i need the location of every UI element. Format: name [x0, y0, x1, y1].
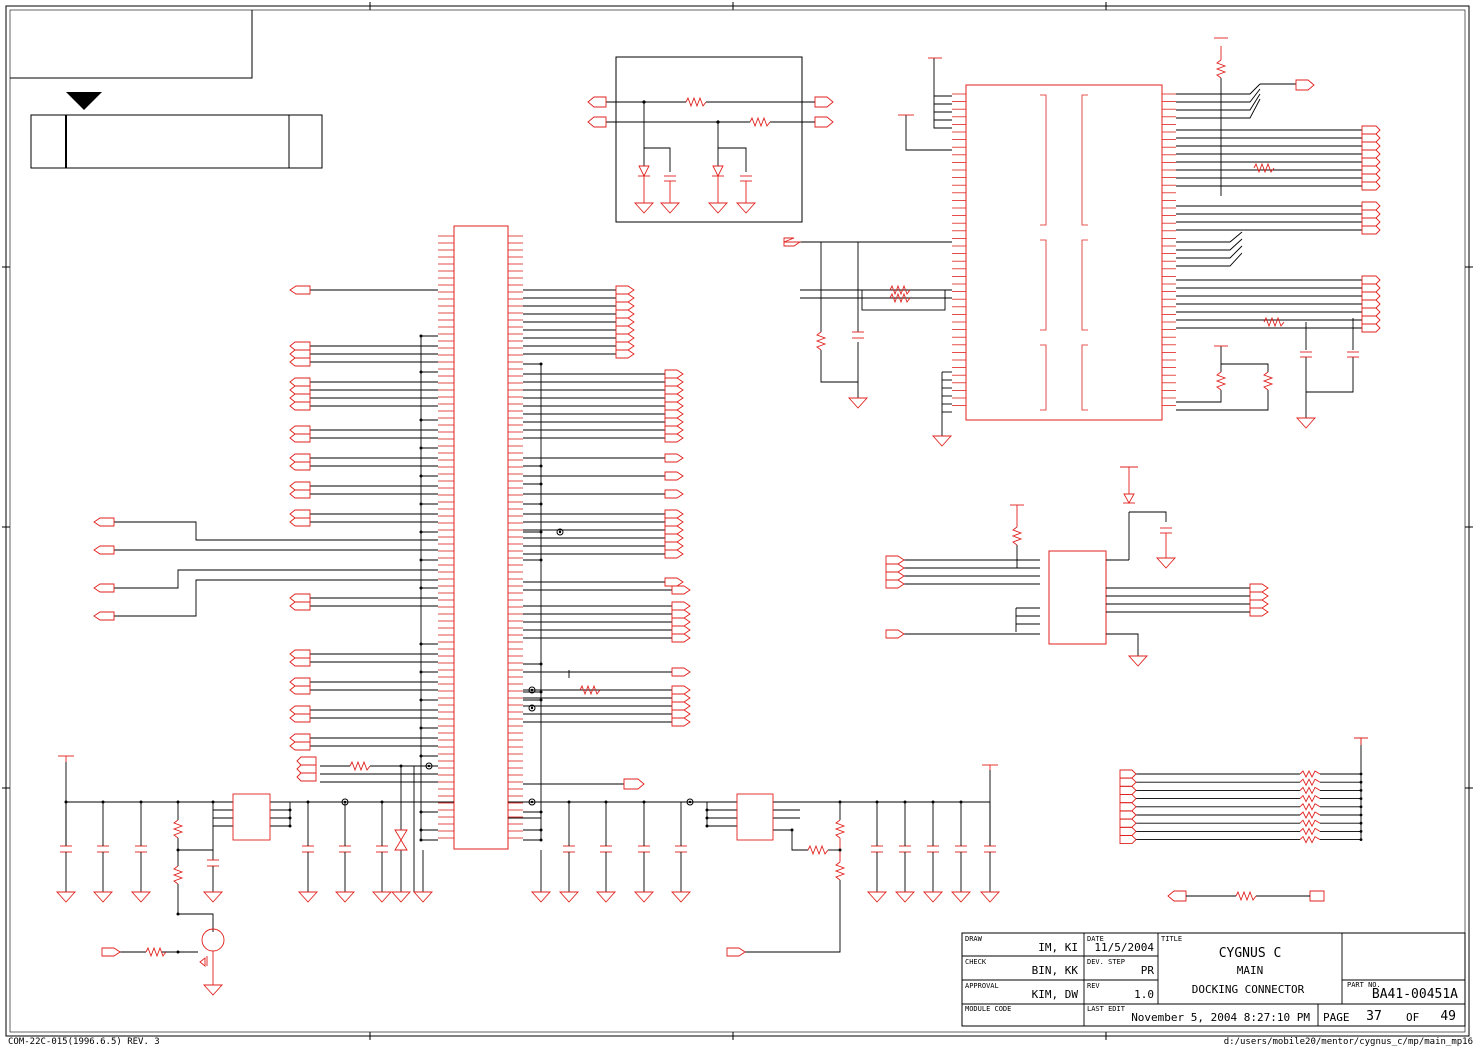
resistor-array — [1119, 737, 1368, 902]
check-label: CHECK — [965, 958, 987, 966]
title-block: DRAW IM, KI CHECK BIN, KK APPROVAL KIM, … — [961, 932, 1466, 1027]
power-filter-section — [55, 755, 1001, 996]
draw-value: IM, KI — [1038, 941, 1078, 954]
form-code: COM-22C-015(1996.6.5) REV. 3 — [8, 1037, 160, 1047]
sheet-inner-border — [9, 9, 1466, 1033]
title-label: TITLE — [1161, 935, 1182, 943]
approval-label: APPROVAL — [965, 982, 999, 990]
module-code-label: MODULE CODE — [965, 1005, 1011, 1013]
dev-step-label: DEV. STEP — [1087, 958, 1125, 966]
title-line-1: CYGNUS C — [1219, 946, 1282, 961]
revision-marker-icon — [66, 92, 102, 110]
rev-label: REV — [1087, 982, 1100, 990]
left-input-signals — [93, 285, 438, 621]
approval-value: KIM, DW — [1032, 988, 1079, 1001]
part-no-value: BA41-00451A — [1372, 987, 1458, 1002]
title-line-2: MAIN — [1237, 964, 1264, 977]
file-path: d:/users/mobile20/mentor/cygnus_c/mp/mai… — [1224, 1037, 1473, 1047]
date-value: 11/5/2004 — [1094, 941, 1154, 954]
page-label: PAGE — [1323, 1011, 1350, 1024]
rev-value: 1.0 — [1134, 988, 1154, 1001]
draw-label: DRAW — [965, 935, 983, 943]
mid-right-ic — [885, 466, 1269, 667]
sheet-border — [5, 5, 1470, 1037]
dev-step-value: PR — [1141, 964, 1155, 977]
of-label: OF — [1406, 1011, 1419, 1024]
page-value: 37 — [1366, 1009, 1382, 1024]
esd-protection-block — [587, 56, 834, 223]
date-label: DATE — [1087, 935, 1104, 943]
docking-connector — [289, 225, 694, 850]
last-edit-value: November 5, 2004 8:27:10 PM — [1131, 1011, 1310, 1024]
title-line-3: DOCKING CONNECTOR — [1192, 983, 1305, 996]
check-value: BIN, KK — [1032, 964, 1079, 977]
part-no-label: PART NO. — [1347, 981, 1381, 989]
top-right-ic — [783, 37, 1381, 447]
last-edit-label: LAST EDIT — [1087, 1005, 1126, 1013]
of-value: 49 — [1440, 1009, 1456, 1024]
notes-box — [10, 10, 323, 169]
